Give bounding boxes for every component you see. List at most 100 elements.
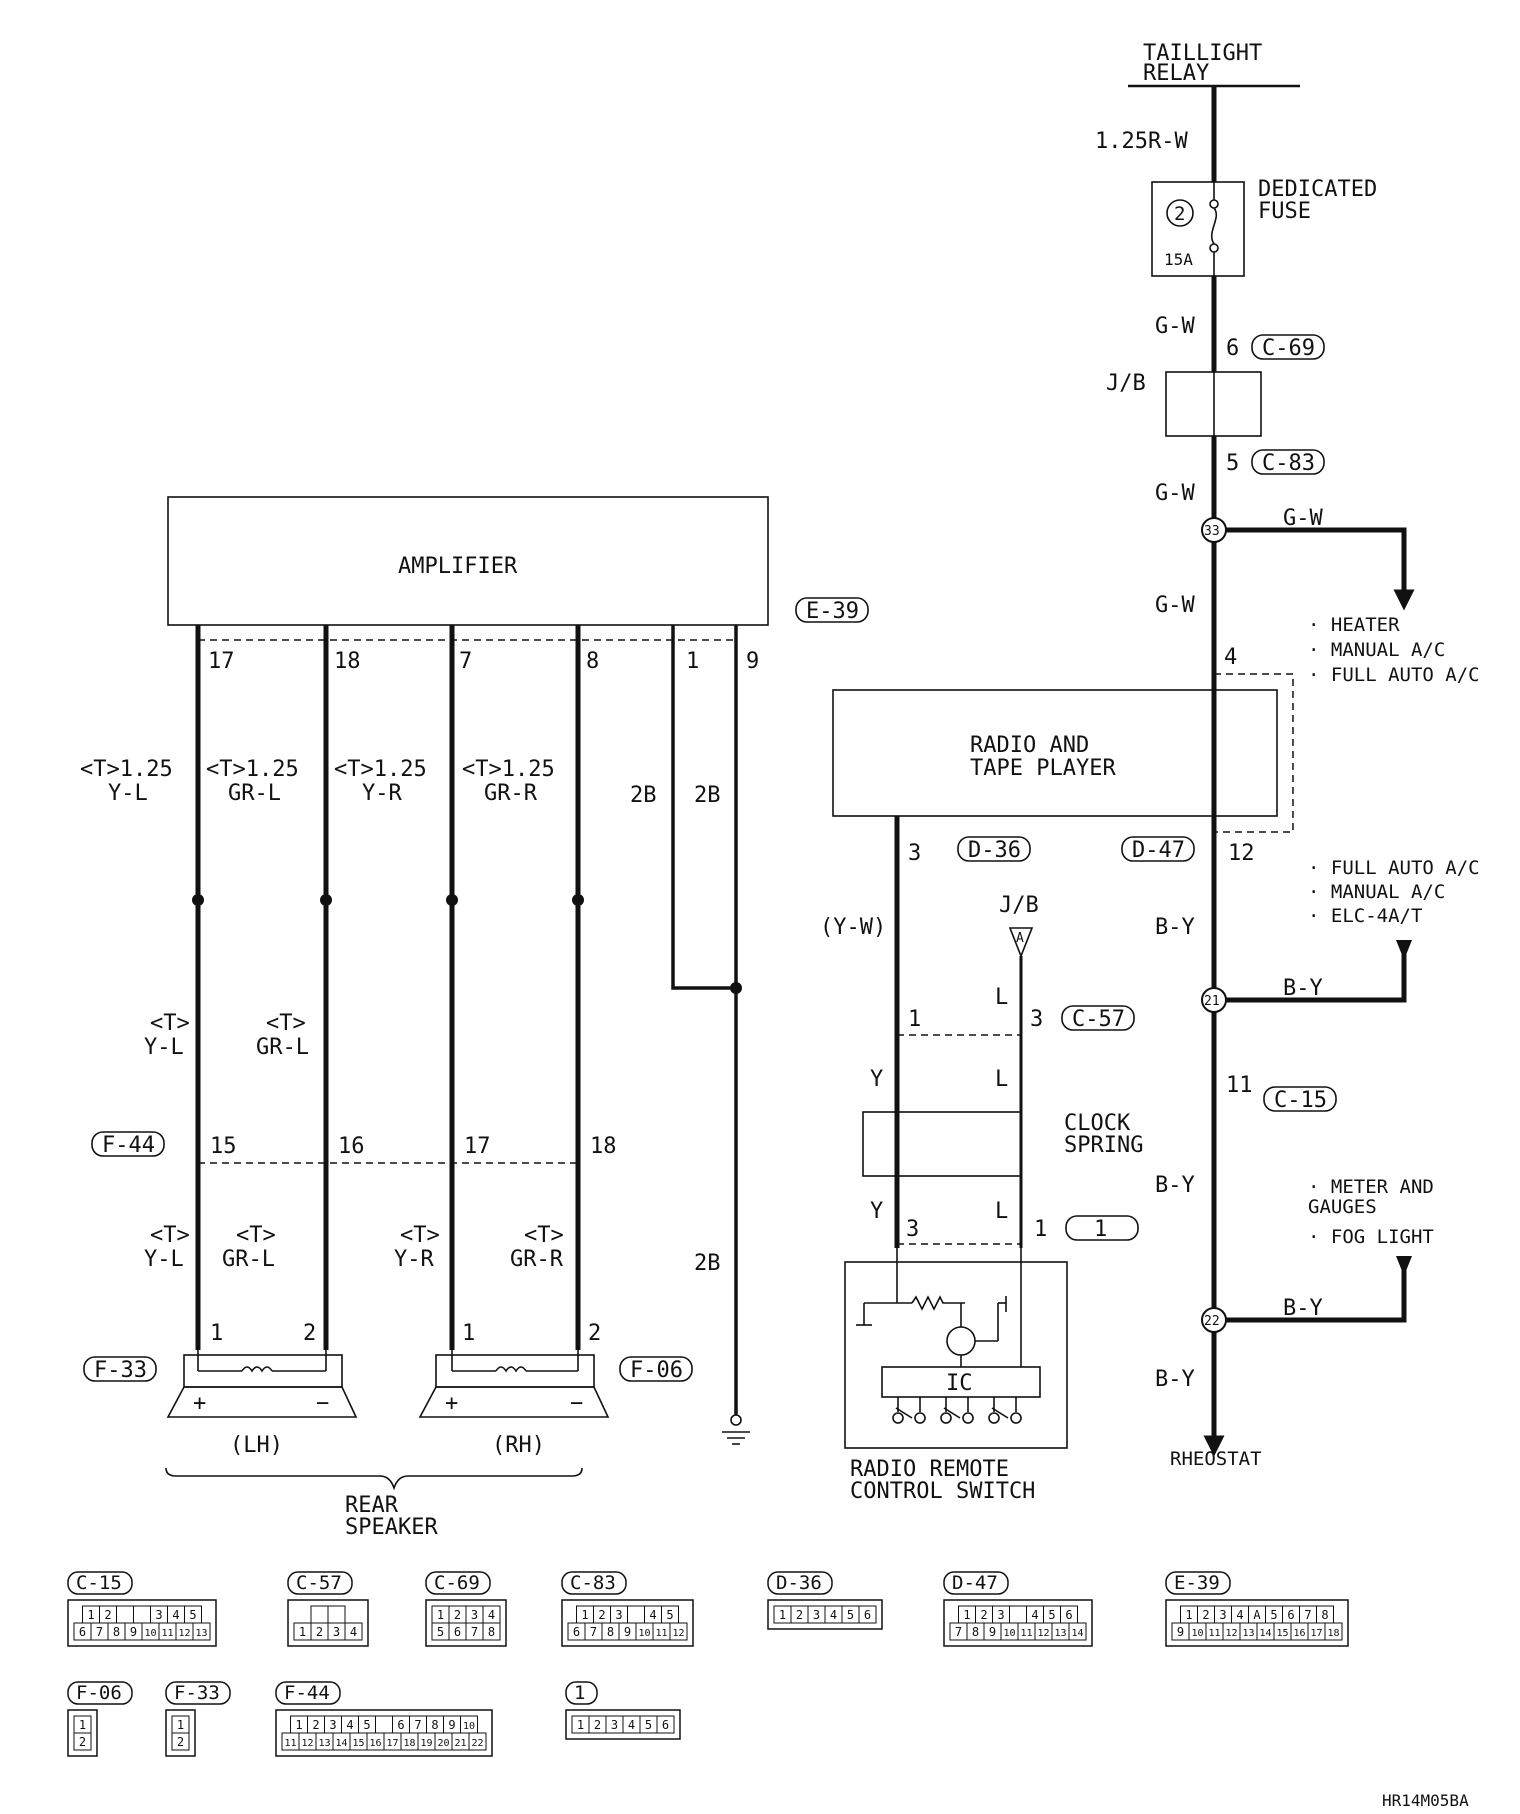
svg-text:REAR: REAR xyxy=(345,1493,399,1518)
connector-view-tag: F-33 xyxy=(174,1682,220,1704)
connector-pin: 9 xyxy=(624,1625,631,1639)
wire-label-yr-1: Y-R xyxy=(362,781,402,806)
connector-view-tag: E-39 xyxy=(1174,1572,1220,1594)
connector-pin: 1 xyxy=(779,1608,786,1622)
connector-pin: 5 xyxy=(666,1608,673,1622)
wire-label-grl-1: GR-L xyxy=(228,781,281,806)
connector-pin: 14 xyxy=(1071,1628,1083,1639)
connector-pin: 3 xyxy=(155,1608,162,1622)
svg-text:· HEATER: · HEATER xyxy=(1308,614,1400,636)
junction-block: J/B xyxy=(1106,371,1262,437)
connector-pin: 9 xyxy=(1177,1625,1184,1639)
jb-label: J/B xyxy=(1106,371,1146,396)
svg-text:1: 1 xyxy=(1094,1217,1107,1242)
junction-33: 33 xyxy=(1201,517,1227,543)
pin-8-amp: 8 xyxy=(586,649,599,674)
svg-text:D-47: D-47 xyxy=(1132,838,1185,863)
connector-pin: 6 xyxy=(79,1625,86,1639)
wire-label-relay: 1.25R-W xyxy=(1095,129,1188,154)
wire-label-gw-4: G-W xyxy=(1155,593,1195,618)
connector-view-tag: C-69 xyxy=(434,1572,480,1594)
wire-label-y-1: Y xyxy=(870,1067,883,1092)
wire-label-t125-2: <T>1.25 xyxy=(206,757,299,782)
connector-1-tag: 1 xyxy=(1065,1215,1139,1242)
connector-pin: 14 xyxy=(1259,1628,1271,1639)
connector-pin: 1 xyxy=(437,1608,444,1622)
wire-label-by-3: B-Y xyxy=(1155,1173,1195,1198)
svg-text:21: 21 xyxy=(1204,994,1220,1009)
svg-text:+: + xyxy=(445,1391,458,1416)
pin-18-amp: 18 xyxy=(334,649,361,674)
connector-pin: 7 xyxy=(1304,1608,1311,1622)
connector-pin: 12 xyxy=(672,1628,684,1639)
connector-pin: 2 xyxy=(104,1608,111,1622)
speaker-rh: + − (RH) xyxy=(418,1350,610,1458)
svg-text:E-39: E-39 xyxy=(806,599,859,624)
connector-pin: 8 xyxy=(972,1625,979,1639)
connector-pin: 8 xyxy=(607,1625,614,1639)
radio-connector-outline xyxy=(1214,673,1294,833)
wire-label-2b-2: 2B xyxy=(694,783,721,808)
connector-pin: 1 xyxy=(295,1718,302,1732)
connector-pin: 1 xyxy=(79,1718,86,1732)
connector-pin: 16 xyxy=(369,1738,381,1749)
svg-text:TAPE PLAYER: TAPE PLAYER xyxy=(970,756,1116,781)
connector-view-tag: C-15 xyxy=(76,1572,122,1594)
wire-label-grr-2: GR-R xyxy=(510,1247,564,1272)
svg-text:· METER AND: · METER AND xyxy=(1308,1176,1434,1198)
connector-pin: 1 xyxy=(87,1608,94,1622)
pin-4: 4 xyxy=(1224,645,1237,670)
amplifier: AMPLIFIER xyxy=(167,496,769,626)
connector-pin: 4 xyxy=(628,1718,635,1732)
svg-text:C-69: C-69 xyxy=(1262,336,1315,361)
connector-pin: 14 xyxy=(335,1738,347,1749)
relay-label-1: TAILLIGHT xyxy=(1143,41,1262,66)
wire-branch-fullauto xyxy=(1226,946,1407,1003)
wire-2b-pin1 xyxy=(671,625,736,990)
wire-label-l-3: L xyxy=(995,1199,1008,1224)
connector-pin: 2 xyxy=(454,1608,461,1622)
dedicated-fuse: 2 15A DEDICATED FUSE xyxy=(1151,177,1377,277)
pin-2-rh: 2 xyxy=(588,1321,601,1346)
taillight-relay: TAILLIGHT RELAY xyxy=(1128,41,1300,88)
wire-label-yl-1: Y-L xyxy=(108,781,148,806)
ic-label: IC xyxy=(946,1371,973,1396)
svg-text:−: − xyxy=(316,1391,329,1416)
connector-pin: 1 xyxy=(577,1718,584,1732)
connector-pin: 3 xyxy=(329,1718,336,1732)
connector-pin: 2 xyxy=(177,1735,184,1749)
svg-text:· FULL AUTO A/C: · FULL AUTO A/C xyxy=(1308,857,1480,879)
connector-pin: 4 xyxy=(830,1608,837,1622)
wire-branch-heater xyxy=(1226,527,1407,598)
svg-text:C-83: C-83 xyxy=(1262,451,1315,476)
connector-pin: 11 xyxy=(161,1628,173,1639)
connector-pin: 3 xyxy=(813,1608,820,1622)
pin-1-amp: 1 xyxy=(686,649,699,674)
wire-label-y-2: Y xyxy=(870,1199,883,1224)
connector-pin: 4 xyxy=(488,1608,495,1622)
svg-text:A: A xyxy=(1016,931,1024,946)
connector-pin: 2 xyxy=(598,1608,605,1622)
pin-17-amp: 17 xyxy=(208,649,235,674)
connector-view-tag: 1 xyxy=(574,1682,585,1704)
connector-view-tag: F-06 xyxy=(76,1682,122,1704)
connector-pin: 13 xyxy=(195,1628,207,1639)
connector-pin: 3 xyxy=(471,1608,478,1622)
pin-1-c57: 1 xyxy=(908,1007,921,1032)
connector-f33-tag: F-33 xyxy=(83,1356,157,1383)
connector-pin: 13 xyxy=(1054,1628,1066,1639)
pin-1-lh: 1 xyxy=(210,1321,223,1346)
connector-pin: 15 xyxy=(352,1738,364,1749)
svg-text:D-36: D-36 xyxy=(968,838,1021,863)
relay-label-2: RELAY xyxy=(1143,61,1209,86)
connector-pin: 11 xyxy=(655,1628,667,1639)
connector-pin: 8 xyxy=(1321,1608,1328,1622)
svg-text:CONTROL SWITCH: CONTROL SWITCH xyxy=(850,1479,1035,1504)
connector-view-tag: C-57 xyxy=(296,1572,342,1594)
connector-pin: 5 xyxy=(1270,1608,1277,1622)
connector-pin: 1 xyxy=(963,1608,970,1622)
wire-label-by-1: B-Y xyxy=(1155,915,1195,940)
